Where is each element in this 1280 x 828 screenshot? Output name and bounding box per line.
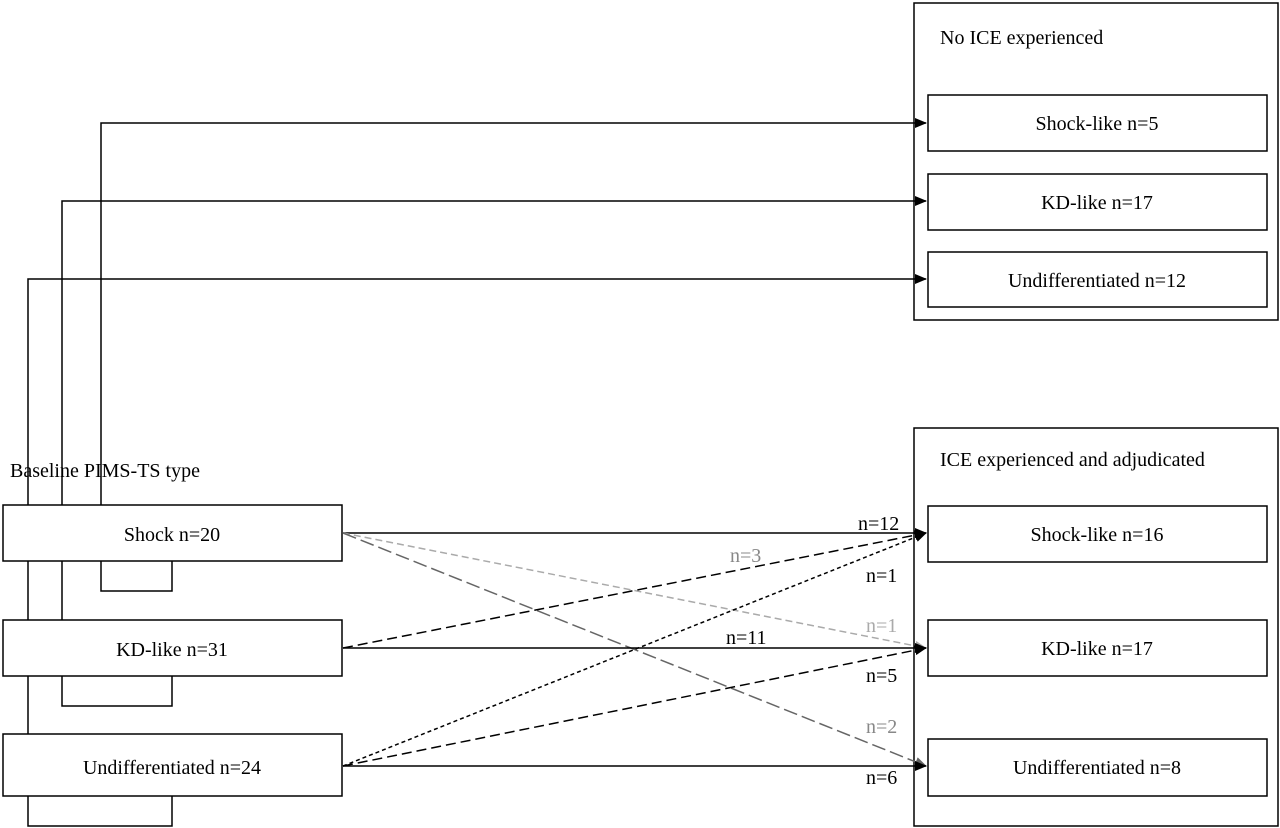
label-shock-to-kd: n=1 (866, 615, 897, 637)
ice-outcome-shock-box (927, 505, 1268, 563)
baseline-shock-box (2, 504, 343, 562)
no-ice-group-frame (913, 2, 1279, 321)
label-kd-to-kd: n=11 (726, 627, 767, 649)
baseline-undiff-label: Undifferentiated n=24 (83, 757, 261, 779)
ice-outcome-undiff-box (927, 738, 1268, 797)
transition-shock-to-undiff (342, 532, 927, 767)
label-shock-to-shock: n=12 (858, 513, 899, 535)
no-ice-outcome-undiff-box (927, 251, 1268, 308)
baseline-kd-box (2, 619, 343, 677)
baseline-title: Baseline PIMS-TS type (10, 460, 200, 482)
ice-outcome-kd-label: KD-like n=17 (1041, 638, 1153, 660)
transition-kd-to-shock (342, 530, 927, 649)
ice-group-title: ICE experienced and adjudicated (940, 449, 1205, 471)
baseline-kd-label: KD-like n=31 (116, 639, 228, 661)
connector-shock-to-no-ice (100, 118, 927, 560)
transition-shock-to-kd (342, 532, 927, 651)
ice-outcome-kd-box (927, 619, 1268, 677)
bracket-kd (61, 675, 173, 707)
baseline-undiff-box (2, 733, 343, 797)
transition-undiff-to-kd (342, 645, 927, 767)
baseline-shock-label: Shock n=20 (124, 524, 220, 546)
label-undiff-to-shock: n=1 (866, 565, 897, 587)
no-ice-group-title: No ICE experienced (940, 27, 1103, 49)
ice-group-frame (913, 427, 1279, 827)
no-ice-outcome-shock-box (927, 94, 1268, 152)
no-ice-outcome-kd-label: KD-like n=17 (1041, 192, 1153, 214)
no-ice-outcome-shock-label: Shock-like n=5 (1036, 113, 1159, 135)
ice-outcome-undiff-label: Undifferentiated n=8 (1013, 757, 1181, 779)
no-ice-outcome-undiff-label: Undifferentiated n=12 (1008, 270, 1186, 292)
bracket-shock (100, 560, 173, 592)
bracket-undiff (27, 790, 173, 827)
connector-kd-to-no-ice (61, 196, 927, 675)
label-kd-to-shock: n=3 (730, 545, 761, 567)
label-undiff-to-undiff: n=6 (866, 767, 897, 789)
ice-outcome-shock-label: Shock-like n=16 (1031, 524, 1164, 546)
no-ice-outcome-kd-box (927, 173, 1268, 231)
label-undiff-to-kd: n=5 (866, 665, 897, 687)
label-shock-to-undiff: n=2 (866, 716, 897, 738)
